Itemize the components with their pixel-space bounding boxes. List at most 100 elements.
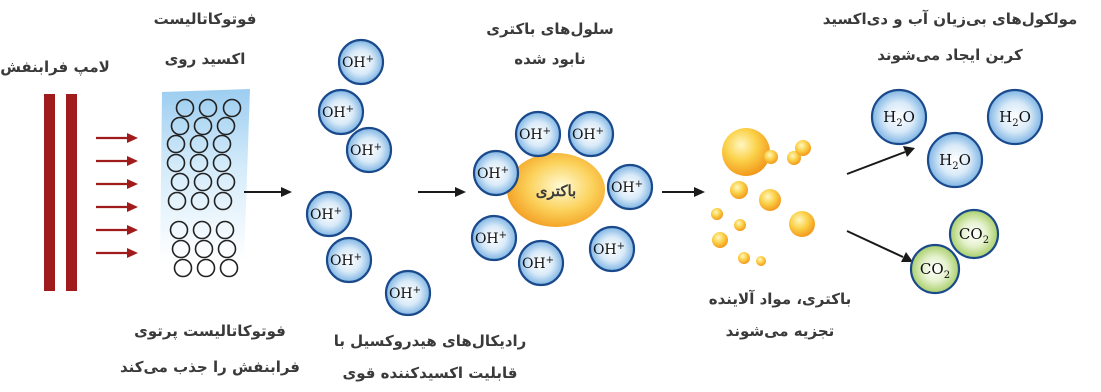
water-molecule-formula: H2O [883, 108, 915, 129]
zno-particles [166, 98, 242, 278]
zno-particle [170, 116, 190, 136]
hydroxyl-bubble [305, 190, 353, 238]
hydroxyl-radical: OH+ [325, 236, 373, 284]
products-label-line1: مولکول‌های بی‌زیان آب و دی‌اکسید [822, 10, 1078, 28]
co2-molecule-formula: CO2 [920, 260, 950, 281]
zno-particle [193, 172, 213, 192]
hydroxyl-radical: OH+ [606, 163, 654, 211]
hydroxyl-charge: + [354, 252, 362, 263]
hydroxyl-radical: OH+ [588, 225, 636, 273]
decomposed-particles [711, 128, 815, 266]
hydroxyl-charge: + [374, 142, 382, 153]
hydroxyl-charge: + [501, 165, 509, 176]
zno-particle [171, 239, 191, 259]
bacteria-cluster: باکتری OH+OH+OH+OH+OH+OH+OH+ [470, 110, 654, 287]
hydroxyl-charge: + [346, 104, 354, 115]
uv-rays [96, 133, 138, 258]
hydroxyl-ring: OH+OH+OH+OH+OH+OH+OH+ [470, 110, 654, 287]
products-label-line2: کربن ایجاد می‌شوند [877, 46, 1023, 64]
hydroxyl-radical: OH+ [384, 269, 432, 317]
zno-particle [189, 153, 209, 173]
uv-lamp-tube-left [44, 94, 55, 291]
zno-particle [167, 191, 187, 211]
arrow-radicals-to-bacteria [418, 187, 466, 197]
pollutant-particle [734, 219, 746, 231]
zno-particle [166, 153, 186, 173]
hydroxyl-radical: OH+ [345, 126, 393, 174]
hydroxyl-bubble [567, 110, 615, 158]
zno-particle [216, 116, 236, 136]
hydroxyl-charge: + [366, 54, 374, 65]
zno-particle [169, 220, 189, 240]
zno-particle [173, 258, 193, 278]
hydroxyl-bubble [606, 163, 654, 211]
hydroxyl-charge: + [543, 126, 551, 137]
co2-molecule-bubble [909, 243, 961, 295]
water-molecule: H2O [926, 131, 984, 189]
water-molecule: H2O [870, 88, 928, 146]
pollutant-particle [789, 211, 815, 237]
hydroxyl-radical: OH+ [337, 38, 385, 86]
pollutant-particle [738, 252, 750, 264]
uv-ray-arrow [96, 248, 138, 258]
bacteria-label: باکتری [536, 182, 576, 200]
uv-ray-arrow [96, 179, 138, 189]
arrow-to-co2 [846, 230, 913, 262]
radicals-label-line1: رادیکال‌های هیدروکسیل با [333, 332, 527, 350]
co2-molecule: CO2 [909, 243, 961, 295]
zno-particle [222, 98, 242, 118]
hydroxyl-radical: OH+ [517, 239, 565, 287]
pollutant-particle [795, 140, 811, 156]
decompose-label-line2: تجزیه می‌شوند [725, 322, 835, 340]
bacteria-cells-label-line2: نابود شده [514, 50, 586, 68]
hydroxyl-bubble [588, 225, 636, 273]
pollutant-particle [759, 189, 781, 211]
bacteria-cells-label-line1: سلول‌های باکتری [486, 20, 614, 38]
hydroxyl-radical: OH+ [470, 214, 518, 262]
hydroxyl-radical: OH+ [317, 88, 365, 136]
water-molecule: H2O [986, 88, 1044, 146]
absorb-label-line1: فوتوکاتالیست پرتوی [134, 322, 286, 340]
zno-particle [198, 98, 218, 118]
hydroxyl-bubble [470, 214, 518, 262]
hydroxyl-bubble [514, 110, 562, 158]
zno-particle [189, 134, 209, 154]
water-molecule-formula: H2O [999, 108, 1031, 129]
uv-ray-arrow [96, 202, 138, 212]
hydroxyl-bubble [337, 38, 385, 86]
zno-photocatalyst-panel [160, 89, 250, 278]
zno-particle [213, 191, 233, 211]
arrow-panel-to-radicals [244, 187, 292, 197]
pollutant-particle [756, 256, 766, 266]
water-molecule-bubble [986, 88, 1044, 146]
water-molecule-bubble [870, 88, 928, 146]
hydroxyl-charge: + [546, 255, 554, 266]
hydroxyl-bubble [517, 239, 565, 287]
uv-ray-arrow [96, 225, 138, 235]
hydroxyl-charge: + [499, 230, 507, 241]
zno-particle [219, 258, 239, 278]
bacteria-cell [507, 153, 605, 227]
hydroxyl-charge: + [596, 126, 604, 137]
zno-particle [212, 134, 232, 154]
uv-ray-arrow [96, 133, 138, 143]
zno-particle [193, 116, 213, 136]
hydroxyl-charge: + [617, 241, 625, 252]
pollutant-particle [730, 181, 748, 199]
pollutant-particle [711, 208, 723, 220]
co2-molecule-formula: CO2 [959, 225, 989, 246]
photocatalyst-label-line1: فوتوکاتالیست [153, 10, 257, 28]
absorb-label-line2: فرابنفش را جذب می‌کند [119, 358, 300, 376]
zno-particle [216, 172, 236, 192]
arrow-bacteria-to-particles [662, 187, 705, 197]
pollutant-particle [787, 151, 801, 165]
zno-particle [215, 220, 235, 240]
hydroxyl-bubble [345, 126, 393, 174]
zno-particle [217, 239, 237, 259]
radicals-label-line2: قابلیت اکسیدکننده قوی [342, 364, 518, 382]
hydroxyl-charge: + [413, 285, 421, 296]
zno-particle [212, 153, 232, 173]
uv-lamp-tube-right [66, 94, 77, 291]
